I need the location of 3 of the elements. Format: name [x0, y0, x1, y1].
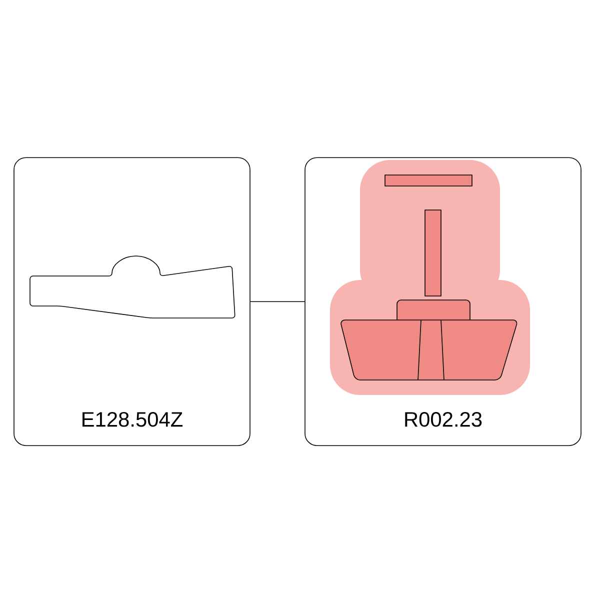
- connector-line: [250, 301, 305, 302]
- part-box: R002.23: [304, 157, 582, 446]
- part-box: E128.504Z: [14, 157, 250, 446]
